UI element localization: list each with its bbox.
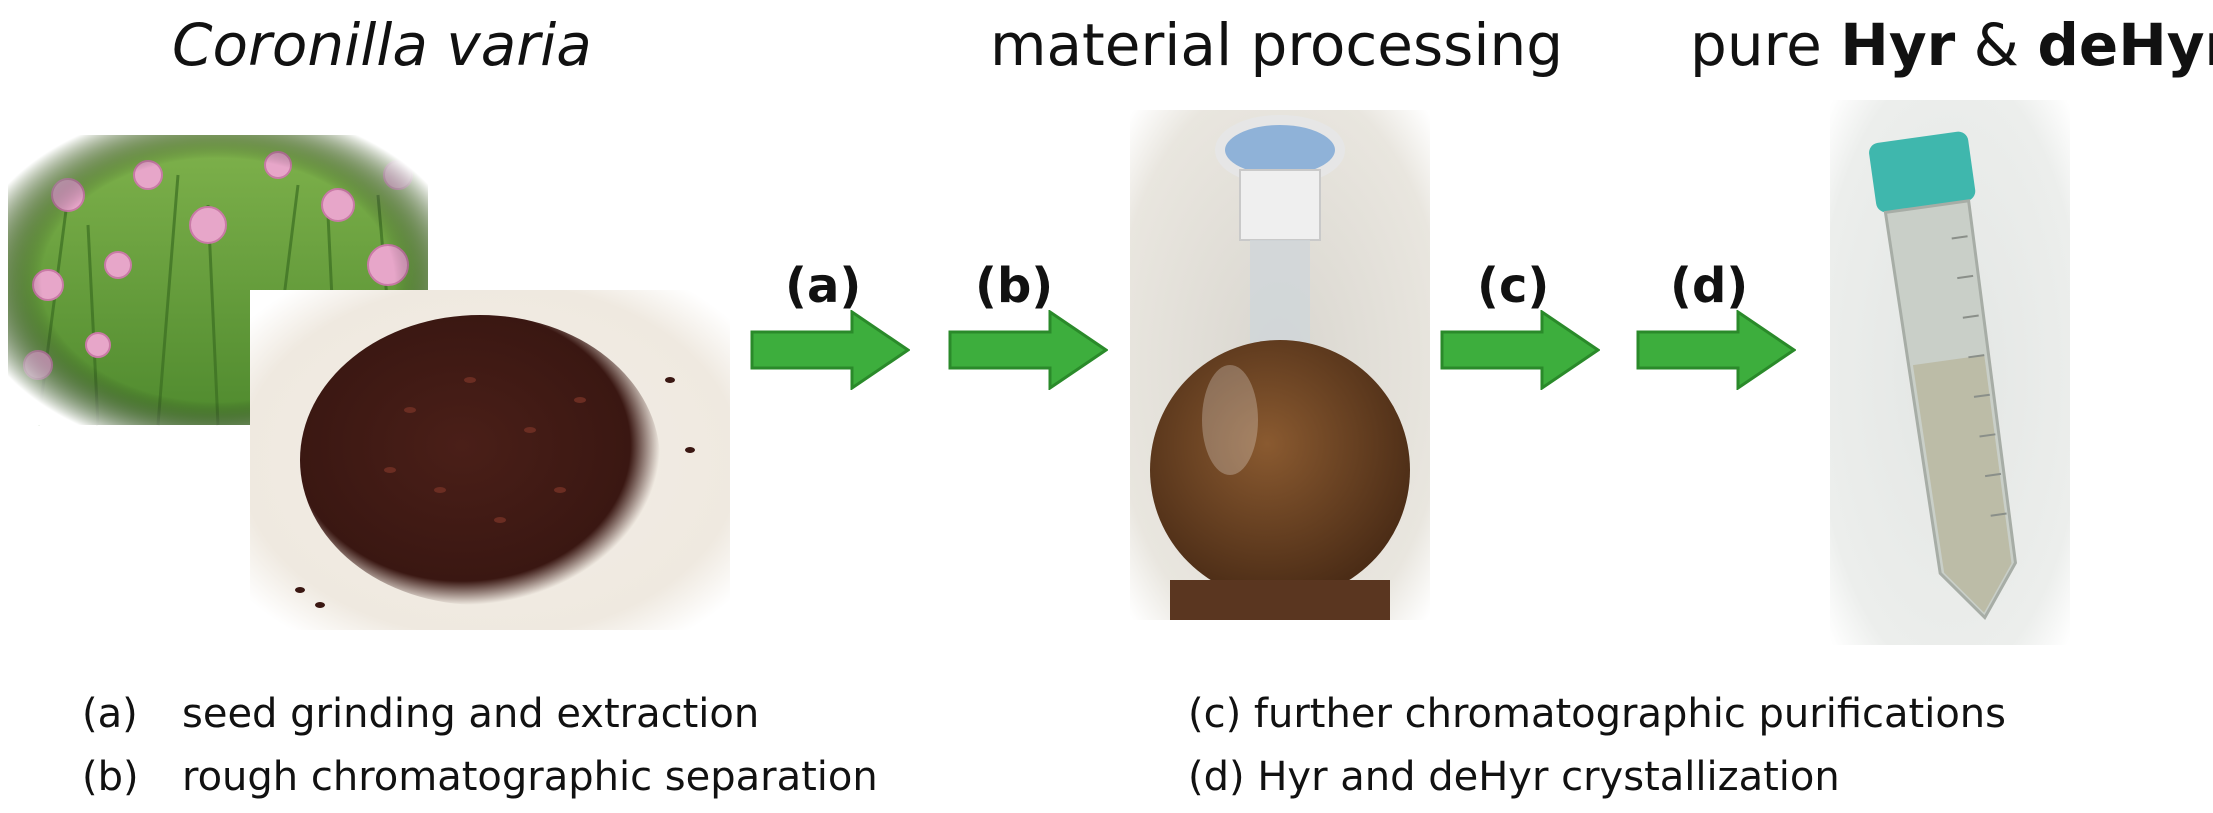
title-processing: material processing [990, 11, 1564, 79]
step-label-d: (d) [1670, 258, 1749, 314]
legend-key-c: (c) [1188, 691, 1242, 737]
tube-photo [1830, 100, 2070, 645]
legend-item-b: (b) rough chromatographic separation [82, 757, 878, 797]
title-product-dehyr: deHyr [2037, 11, 2213, 79]
arrow-a-icon [750, 310, 910, 390]
flask-photo [1130, 110, 1430, 620]
legend-text-b: rough chromatographic separation [182, 754, 878, 800]
legend-key-a: (a) [82, 691, 138, 737]
legend-text-d: Hyr and deHyr crystallization [1257, 754, 1840, 800]
legend-text-a: seed grinding and extraction [182, 691, 760, 737]
arrow-d-icon [1636, 310, 1796, 390]
legend-key-b: (b) [82, 754, 139, 800]
title-product-hyr: Hyr [1840, 11, 1956, 79]
step-label-c: (c) [1477, 258, 1550, 314]
legend-key-d: (d) [1188, 754, 1245, 800]
seeds-photo [250, 290, 730, 630]
step-label-b: (b) [975, 258, 1054, 314]
title-product-join: & [1955, 11, 2038, 79]
legend-item-a: (a) seed grinding and extraction [82, 694, 759, 734]
arrow-c-icon [1440, 310, 1600, 390]
title-product: pure Hyr & deHyr [1690, 16, 2213, 74]
title-plant: Coronilla varia [172, 11, 592, 79]
legend-item-c: (c) further chromatographic purification… [1188, 694, 2006, 734]
step-label-a: (a) [785, 258, 862, 314]
arrow-b-icon [948, 310, 1108, 390]
title-product-prefix: pure [1690, 11, 1841, 79]
legend-item-d: (d) Hyr and deHyr crystallization [1188, 757, 1840, 797]
legend-text-c: further chromatographic purifications [1253, 691, 2006, 737]
